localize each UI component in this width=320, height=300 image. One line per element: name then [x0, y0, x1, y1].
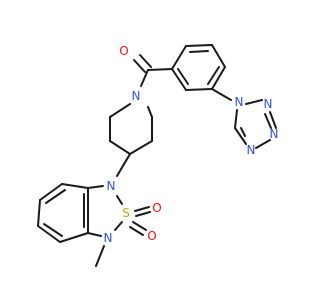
bond-lower-benzene-3	[37, 199, 41, 227]
label-sulfonyl-oxygen-1: O	[152, 201, 161, 215]
atom-labels: O N N N N N N S O O N	[104, 44, 279, 245]
bond-carbonyl-benzene	[147, 68, 173, 71]
bond-lower-benzene-inner-1	[45, 189, 66, 204]
bond-tetrazole-4	[234, 127, 247, 145]
label-carbonyl-oxygen: O	[119, 44, 128, 58]
bond-benzene-2	[185, 44, 213, 47]
bond-benzene-1	[171, 45, 187, 70]
label-sulfonyl-oxygen-2: O	[147, 229, 156, 243]
bond-lower-benzene-4	[37, 225, 61, 243]
bond-ring-n-top-s	[116, 195, 123, 205]
label-sulfur: S	[122, 206, 130, 220]
bond-benzene-tetrazole	[211, 88, 232, 101]
molecule-structure: O N N N N N N S O O N	[37, 44, 279, 267]
bond-sulfonyl-o1-a	[134, 206, 150, 212]
bond-piperidine-6	[147, 106, 153, 118]
bond-carbonyl-amide	[140, 69, 149, 87]
bond-lower-benzene-2	[39, 183, 63, 201]
bond-benzene-inner-3	[177, 68, 189, 85]
bond-sulfonyl-o1-b	[135, 211, 151, 217]
bond-piperidine-4	[129, 140, 153, 155]
bond-tetrazole-double-2	[240, 127, 246, 137]
bond-sulfonyl-o2-a	[132, 221, 147, 231]
molecule-canvas: O N N N N N N S O O N	[37, 44, 279, 267]
bond-tetrazole-3	[255, 139, 271, 149]
bond-benzene-5	[185, 88, 213, 91]
bond-tetrazole-double-1	[264, 113, 272, 129]
bond-piperidine-benzothiadiazole	[116, 153, 131, 177]
bond-tetrazole-5	[234, 109, 238, 129]
bond-tetrazole-1	[245, 99, 263, 105]
label-ring-nitrogen-top: N	[107, 179, 116, 193]
bond-lower-benzene-1	[61, 183, 89, 189]
bond-lower-benzene-5	[59, 232, 89, 243]
bond-carbonyl-double-2	[139, 54, 152, 68]
bond-carbonyl-double-1	[133, 59, 146, 73]
label-amide-nitrogen: N	[132, 89, 141, 103]
bond-sulfonyl-o2-b	[129, 226, 144, 236]
bonds	[37, 44, 277, 267]
bond-lower-benzene-inner-2	[43, 223, 63, 237]
label-tetrazole-n2: N	[264, 97, 273, 111]
label-tetrazole-n1: N	[235, 95, 244, 109]
bond-benzene-3	[211, 44, 226, 68]
bond-piperidine-3	[109, 140, 131, 155]
bond-piperidine-1	[109, 103, 131, 118]
bond-ring-n-top-c	[87, 185, 104, 189]
bond-benzene-inner-1	[189, 50, 209, 53]
label-ring-nitrogen-bottom: N	[104, 231, 113, 245]
bond-tetrazole-2	[269, 111, 277, 129]
bond-n-methyl	[95, 245, 105, 267]
bond-benzene-inner-2	[207, 66, 220, 85]
bond-benzene-4	[211, 66, 226, 90]
bond-benzene-6	[171, 68, 187, 91]
label-tetrazole-n4: N	[247, 143, 256, 157]
bond-ring-s-n-bottom	[114, 221, 123, 231]
bond-ring-n-bottom-c	[87, 232, 102, 237]
label-tetrazole-n3: N	[270, 127, 279, 141]
